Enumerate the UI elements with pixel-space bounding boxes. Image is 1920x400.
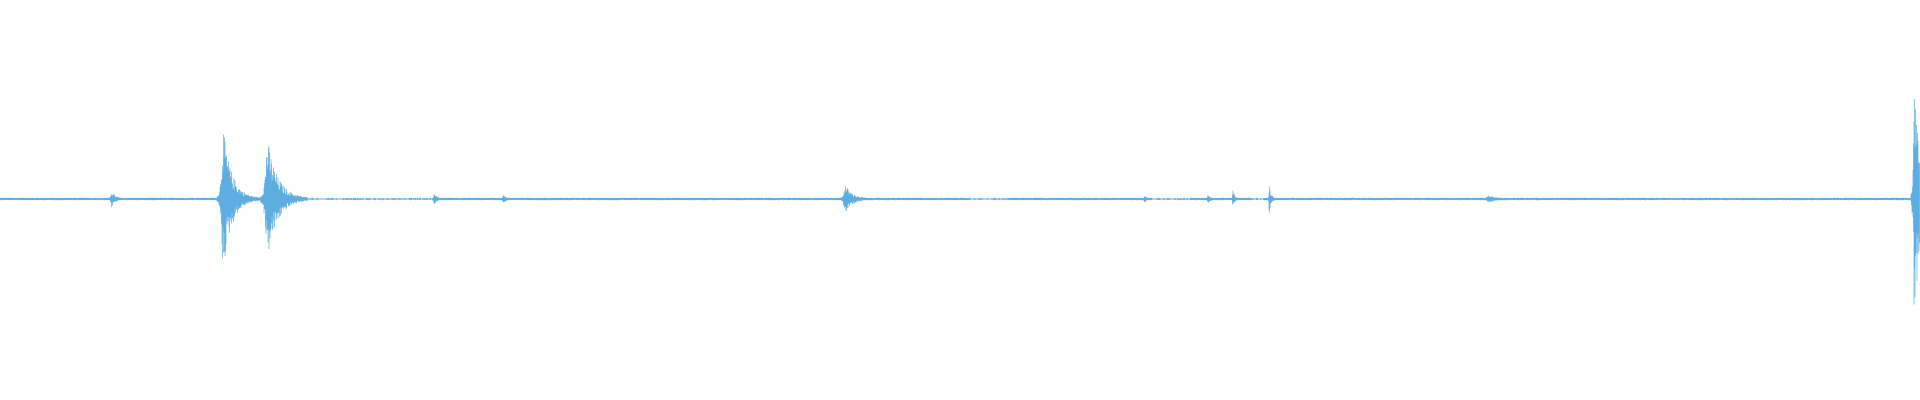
waveform-trace — [0, 99, 1920, 305]
waveform-path — [0, 99, 1920, 305]
